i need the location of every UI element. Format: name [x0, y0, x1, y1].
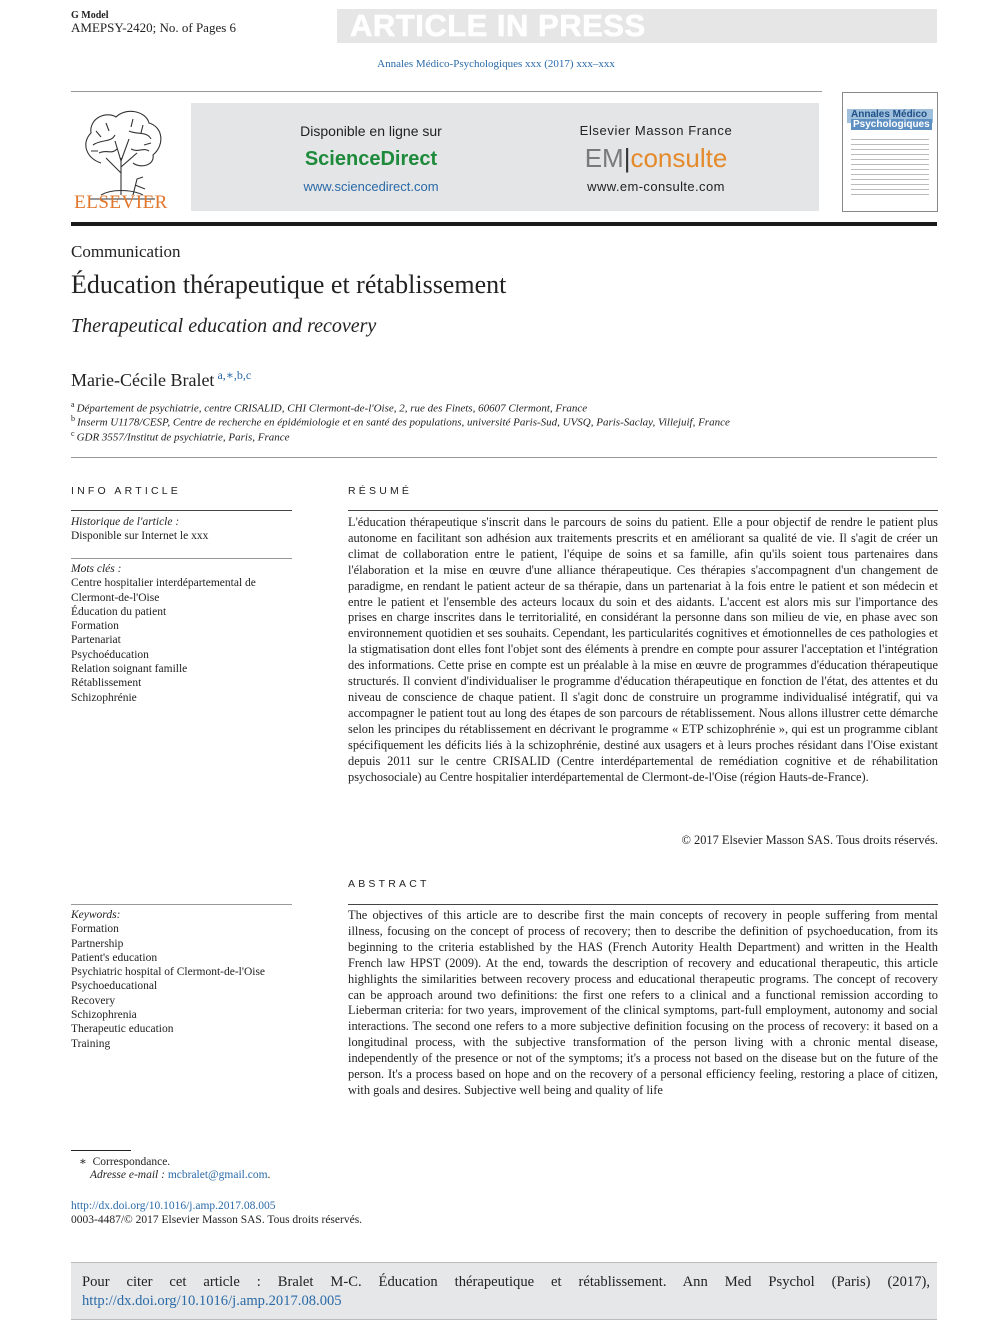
affiliation-mark: a: [71, 400, 75, 409]
elsevier-wordmark: ELSEVIER: [74, 192, 168, 213]
keyword-item: Patient's education: [71, 951, 158, 964]
affiliation-text: Département de psychiatrie, centre CRISA…: [76, 402, 588, 415]
resume-copyright: © 2017 Elsevier Masson SAS. Tous droits …: [681, 833, 938, 847]
keyword-item: Schizophrenia: [71, 1009, 137, 1022]
article-code: AMEPSY-2420; No. of Pages 6: [71, 20, 237, 35]
availability-box: Disponible en ligne sur ScienceDirect ww…: [191, 103, 819, 211]
history-label: Historique de l'article :: [71, 516, 180, 528]
cover-title-line-2: Psychologiques: [851, 119, 932, 130]
article-title-fr: Éducation thérapeutique et rétablissemen…: [71, 270, 507, 299]
em-bar: |: [623, 143, 631, 173]
affiliation-mark: c: [71, 429, 75, 438]
header-rule: [71, 91, 822, 92]
consulte-text: consulte: [630, 143, 728, 173]
g-model-label: G Model: [71, 10, 109, 21]
footnote-rule: [71, 1150, 131, 1151]
keyword-item: Psychiatric hospital of Clermont-de-l'Oi…: [71, 966, 266, 979]
keyword-item: Partnership: [71, 937, 124, 950]
info-rule: [71, 510, 292, 511]
author-affiliation-marks[interactable]: a,∗,b,c: [217, 368, 252, 382]
article-in-press-banner: ARTICLE IN PRESS: [337, 8, 937, 44]
available-online-label: Disponible en ligne sur: [300, 123, 442, 139]
issn-copyright: 0003-4487/© 2017 Elsevier Masson SAS. To…: [71, 1214, 363, 1226]
history-block: Historique de l'article : Disponible sur…: [71, 515, 208, 544]
article-title-en: Therapeutical education and recovery: [71, 315, 377, 337]
email-label: Adresse e-mail :: [90, 1169, 165, 1181]
keywords-fr-label: Mots clés :: [71, 563, 122, 575]
abstract-rule: [348, 904, 938, 905]
keywords-en-label: Keywords:: [71, 909, 121, 921]
author-name: Marie-Cécile Bralet: [71, 370, 215, 390]
email-period: .: [267, 1169, 271, 1181]
header-thick-rule: [71, 222, 937, 226]
resume-heading: RÉSUMÉ: [348, 485, 413, 497]
keywords-en-block: Keywords: Formation Partnership Patient'…: [71, 908, 265, 1051]
section-rule: [71, 457, 937, 458]
email-note: Adresse e-mail : mcbralet@gmail.com.: [90, 1169, 270, 1181]
abstract-text: The objectives of this article are to de…: [348, 908, 938, 1097]
citation-doi-link[interactable]: http://dx.doi.org/10.1016/j.amp.2017.08.…: [82, 1292, 342, 1309]
doi-link[interactable]: http://dx.doi.org/10.1016/j.amp.2017.08.…: [71, 1200, 276, 1212]
em-consulte-logo: EM|consulte: [551, 143, 761, 174]
keyword-item: Recovery: [71, 994, 116, 1007]
affiliation-mark: b: [71, 414, 75, 423]
em-consulte-link[interactable]: www.em-consulte.com: [587, 179, 725, 194]
affiliation-text: GDR 3557/Institut de psychiatrie, Paris,…: [76, 431, 290, 444]
em-text: EM: [584, 143, 624, 173]
keyword-item: Éducation du patient: [71, 605, 167, 618]
keywords-en-rule: [71, 904, 292, 905]
correspondence-label: Correspondance.: [92, 1156, 171, 1168]
keyword-item: Psychoéducation: [71, 648, 149, 661]
email-link[interactable]: mcbralet@gmail.com: [167, 1169, 268, 1181]
keyword-item: Formation: [71, 620, 119, 633]
cover-contents-lines: [851, 139, 929, 199]
sciencedirect-link[interactable]: www.sciencedirect.com: [303, 179, 439, 194]
keywords-rule: [71, 558, 292, 559]
citation-box: Pour citer cet article : Bralet M-C. Édu…: [71, 1262, 937, 1320]
elsevier-masson-label: Elsevier Masson France: [579, 123, 733, 138]
keyword-item: Formation: [71, 923, 119, 936]
journal-cover-thumbnail: Annales Médico Psychologiques: [842, 92, 938, 212]
affiliation-text: Inserm U1178/CESP, Centre de recherche e…: [77, 416, 730, 429]
cover-title-line-1: Annales Médico: [851, 109, 928, 120]
keyword-item: Partenariat: [71, 634, 121, 647]
keyword-item: Psychoeducational: [71, 980, 158, 993]
keyword-item: Training: [71, 1037, 111, 1050]
keyword-item: Relation soignant famille: [71, 663, 188, 676]
keyword-item: Rétablissement: [71, 677, 142, 690]
resume-text: L'éducation thérapeutique s'inscrit dans…: [348, 515, 938, 784]
banner-text: ARTICLE IN PRESS: [350, 8, 646, 44]
history-value: Disponible sur Internet le xxx: [71, 530, 209, 543]
keyword-item: Therapeutic education: [71, 1023, 174, 1036]
correspondence-note: ∗ Correspondance.: [79, 1154, 170, 1168]
journal-reference[interactable]: Annales Médico-Psychologiques xxx (2017)…: [377, 58, 615, 70]
citation-body: Pour citer cet article : Bralet M-C. Édu…: [82, 1274, 930, 1290]
elsevier-tree-logo: [85, 110, 162, 200]
sciencedirect-logo: ScienceDirect: [304, 148, 438, 170]
article-type: Communication: [71, 242, 181, 261]
footnote-mark: ∗: [79, 1156, 87, 1168]
abstract-heading: ABSTRACT: [348, 878, 430, 890]
keywords-fr-block: Mots clés : Centre hospitalier interdépa…: [71, 562, 256, 705]
keyword-item: Clermont-de-l'Oise: [71, 591, 160, 604]
citation-text: Pour citer cet article : Bralet M-C. Édu…: [82, 1273, 930, 1310]
keyword-item: Centre hospitalier interdépartemental de: [71, 577, 256, 590]
resume-rule: [348, 510, 938, 511]
keyword-item: Schizophrénie: [71, 691, 137, 704]
info-article-heading: INFO ARTICLE: [71, 485, 181, 497]
